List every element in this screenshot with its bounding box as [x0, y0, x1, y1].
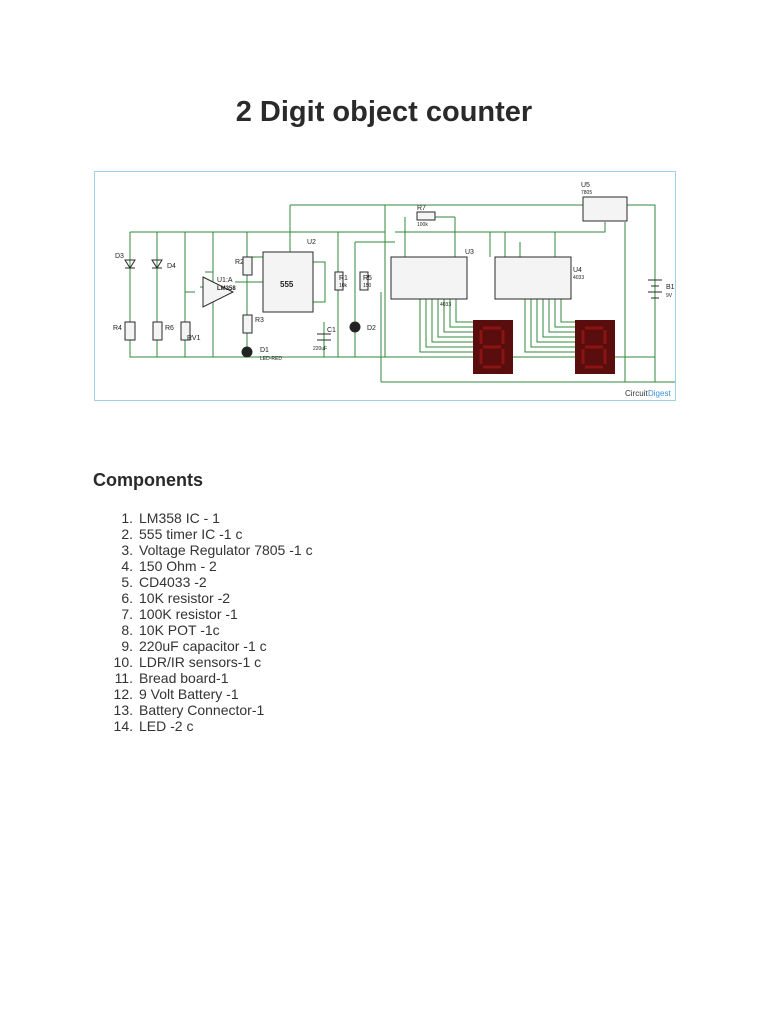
label-r2: R2: [235, 259, 244, 266]
list-item-text: 100K resistor -1: [139, 606, 238, 622]
list-item-text: CD4033 -2: [139, 574, 207, 590]
label-d3: D3: [115, 253, 124, 260]
page-title: 2 Digit object counter: [235, 96, 533, 128]
label-u1: U1:A: [217, 277, 233, 284]
label-u5-ic: 7805: [581, 190, 592, 196]
list-item-number: 8.: [121, 622, 133, 638]
circuitdigest-watermark: Circuit Digest: [625, 389, 671, 398]
list-item: 3. Voltage Regulator 7805 -1 c: [93, 542, 313, 558]
list-item-number: 13.: [113, 702, 133, 718]
label-r3: R3: [255, 317, 264, 324]
list-item: 6. 10K resistor -2: [93, 590, 313, 606]
label-r5-value: 150: [363, 283, 372, 289]
label-u4-ic: 4033: [573, 275, 584, 281]
label-u2: U2: [307, 239, 316, 246]
label-u3-ic: 4033: [440, 302, 451, 308]
label-r1-value: 10k: [339, 283, 348, 289]
list-item: 2. 555 timer IC -1 c: [93, 526, 313, 542]
list-item: 14. LED -2 c: [93, 718, 313, 734]
list-item-text: Battery Connector-1: [139, 702, 265, 718]
label-lm358: LM358: [217, 286, 236, 292]
label-r6: R6: [165, 325, 174, 332]
list-item-number: 9.: [121, 638, 133, 654]
list-item-number: 1.: [121, 510, 133, 526]
list-item-text: LED -2 c: [139, 718, 194, 734]
list-item: 5. CD4033 -2: [93, 574, 313, 590]
list-item-number: 6.: [121, 590, 133, 606]
list-item: 13. Battery Connector-1: [93, 702, 313, 718]
list-item: 11. Bread board-1: [93, 670, 313, 686]
label-d2: D2: [367, 325, 376, 332]
label-555: 555: [280, 280, 294, 289]
label-d1: D1: [260, 347, 269, 354]
svg-text:Digest: Digest: [648, 389, 671, 398]
schematic-parts: [124, 196, 662, 358]
label-u5: U5: [581, 182, 590, 189]
list-item-number: 7.: [121, 606, 133, 622]
list-item: 7. 100K resistor -1: [93, 606, 313, 622]
label-b1-value: 9V: [666, 293, 673, 299]
list-item-text: 9 Volt Battery -1: [139, 686, 239, 702]
components-heading: Components: [93, 470, 203, 490]
label-u3: U3: [465, 249, 474, 256]
list-item: 4. 150 Ohm - 2: [93, 558, 313, 574]
list-item: 9. 220uF capacitor -1 c: [93, 638, 313, 654]
label-u4: U4: [573, 267, 582, 274]
circuit-schematic: D3 D4 U1:A LM358 R4 R6 RV1 R2 R3 D1 LED-…: [94, 171, 676, 401]
label-r7-value: 100k: [417, 222, 428, 228]
label-d4: D4: [167, 263, 176, 270]
list-item-text: 150 Ohm - 2: [139, 558, 217, 574]
list-item: 10. LDR/IR sensors-1 c: [93, 654, 313, 670]
seven-segment-display-2: [575, 320, 615, 374]
label-rv1: RV1: [187, 335, 201, 342]
label-c1-value: 220uF: [313, 346, 327, 352]
components-list: 1. LM358 IC - 1 2. 555 timer IC -1 c 3. Volta…: [93, 510, 313, 734]
list-item-text: LDR/IR sensors-1 c: [139, 654, 262, 670]
list-item-text: 10K POT -1c: [139, 622, 220, 638]
label-r4: R4: [113, 325, 122, 332]
list-item: 8. 10K POT -1c: [93, 622, 313, 638]
list-item-text: 555 timer IC -1 c: [139, 526, 243, 542]
schematic-wires: [129, 204, 675, 383]
list-item-text: Voltage Regulator 7805 -1 c: [139, 542, 313, 558]
list-item: 1. LM358 IC - 1: [93, 510, 313, 526]
label-c1: C1: [327, 327, 336, 334]
list-item-number: 3.: [121, 542, 133, 558]
list-item: 12. 9 Volt Battery -1: [93, 686, 313, 702]
label-b1: B1: [666, 284, 675, 291]
list-item-number: 14.: [113, 718, 133, 734]
list-item-number: 5.: [121, 574, 133, 590]
list-item-number: 10.: [113, 654, 133, 670]
svg-text:Circuit: Circuit: [625, 389, 648, 398]
list-item-text: LM358 IC - 1: [139, 510, 220, 526]
label-led-red: LED-RED: [260, 356, 282, 362]
list-item-number: 4.: [121, 558, 133, 574]
label-r1: R1: [339, 275, 348, 282]
list-item-number: 11.: [114, 670, 133, 686]
list-item-text: Bread board-1: [139, 670, 229, 686]
label-r7: R7: [417, 205, 426, 212]
list-item-text: 10K resistor -2: [139, 590, 231, 606]
list-item-number: 2.: [121, 526, 133, 542]
list-item-number: 12.: [113, 686, 133, 702]
list-item-text: 220uF capacitor -1 c: [139, 638, 267, 654]
seven-segment-display-1: [473, 320, 513, 374]
label-r5: R5: [363, 275, 372, 282]
